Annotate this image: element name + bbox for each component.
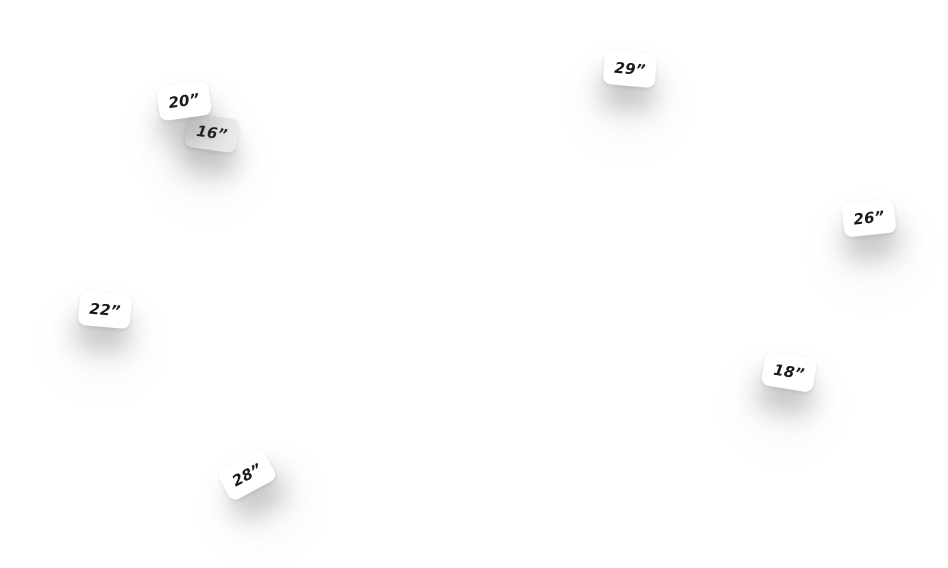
- size-tag-26[interactable]: 26”: [841, 198, 897, 238]
- size-tag-29[interactable]: 29”: [602, 49, 658, 89]
- size-tag-22[interactable]: 22”: [77, 290, 133, 330]
- size-tag-28[interactable]: 28”: [216, 447, 278, 503]
- size-tag-18[interactable]: 18”: [760, 351, 818, 393]
- size-tag-20[interactable]: 20”: [155, 80, 213, 122]
- size-tag-16[interactable]: 16”: [183, 112, 241, 154]
